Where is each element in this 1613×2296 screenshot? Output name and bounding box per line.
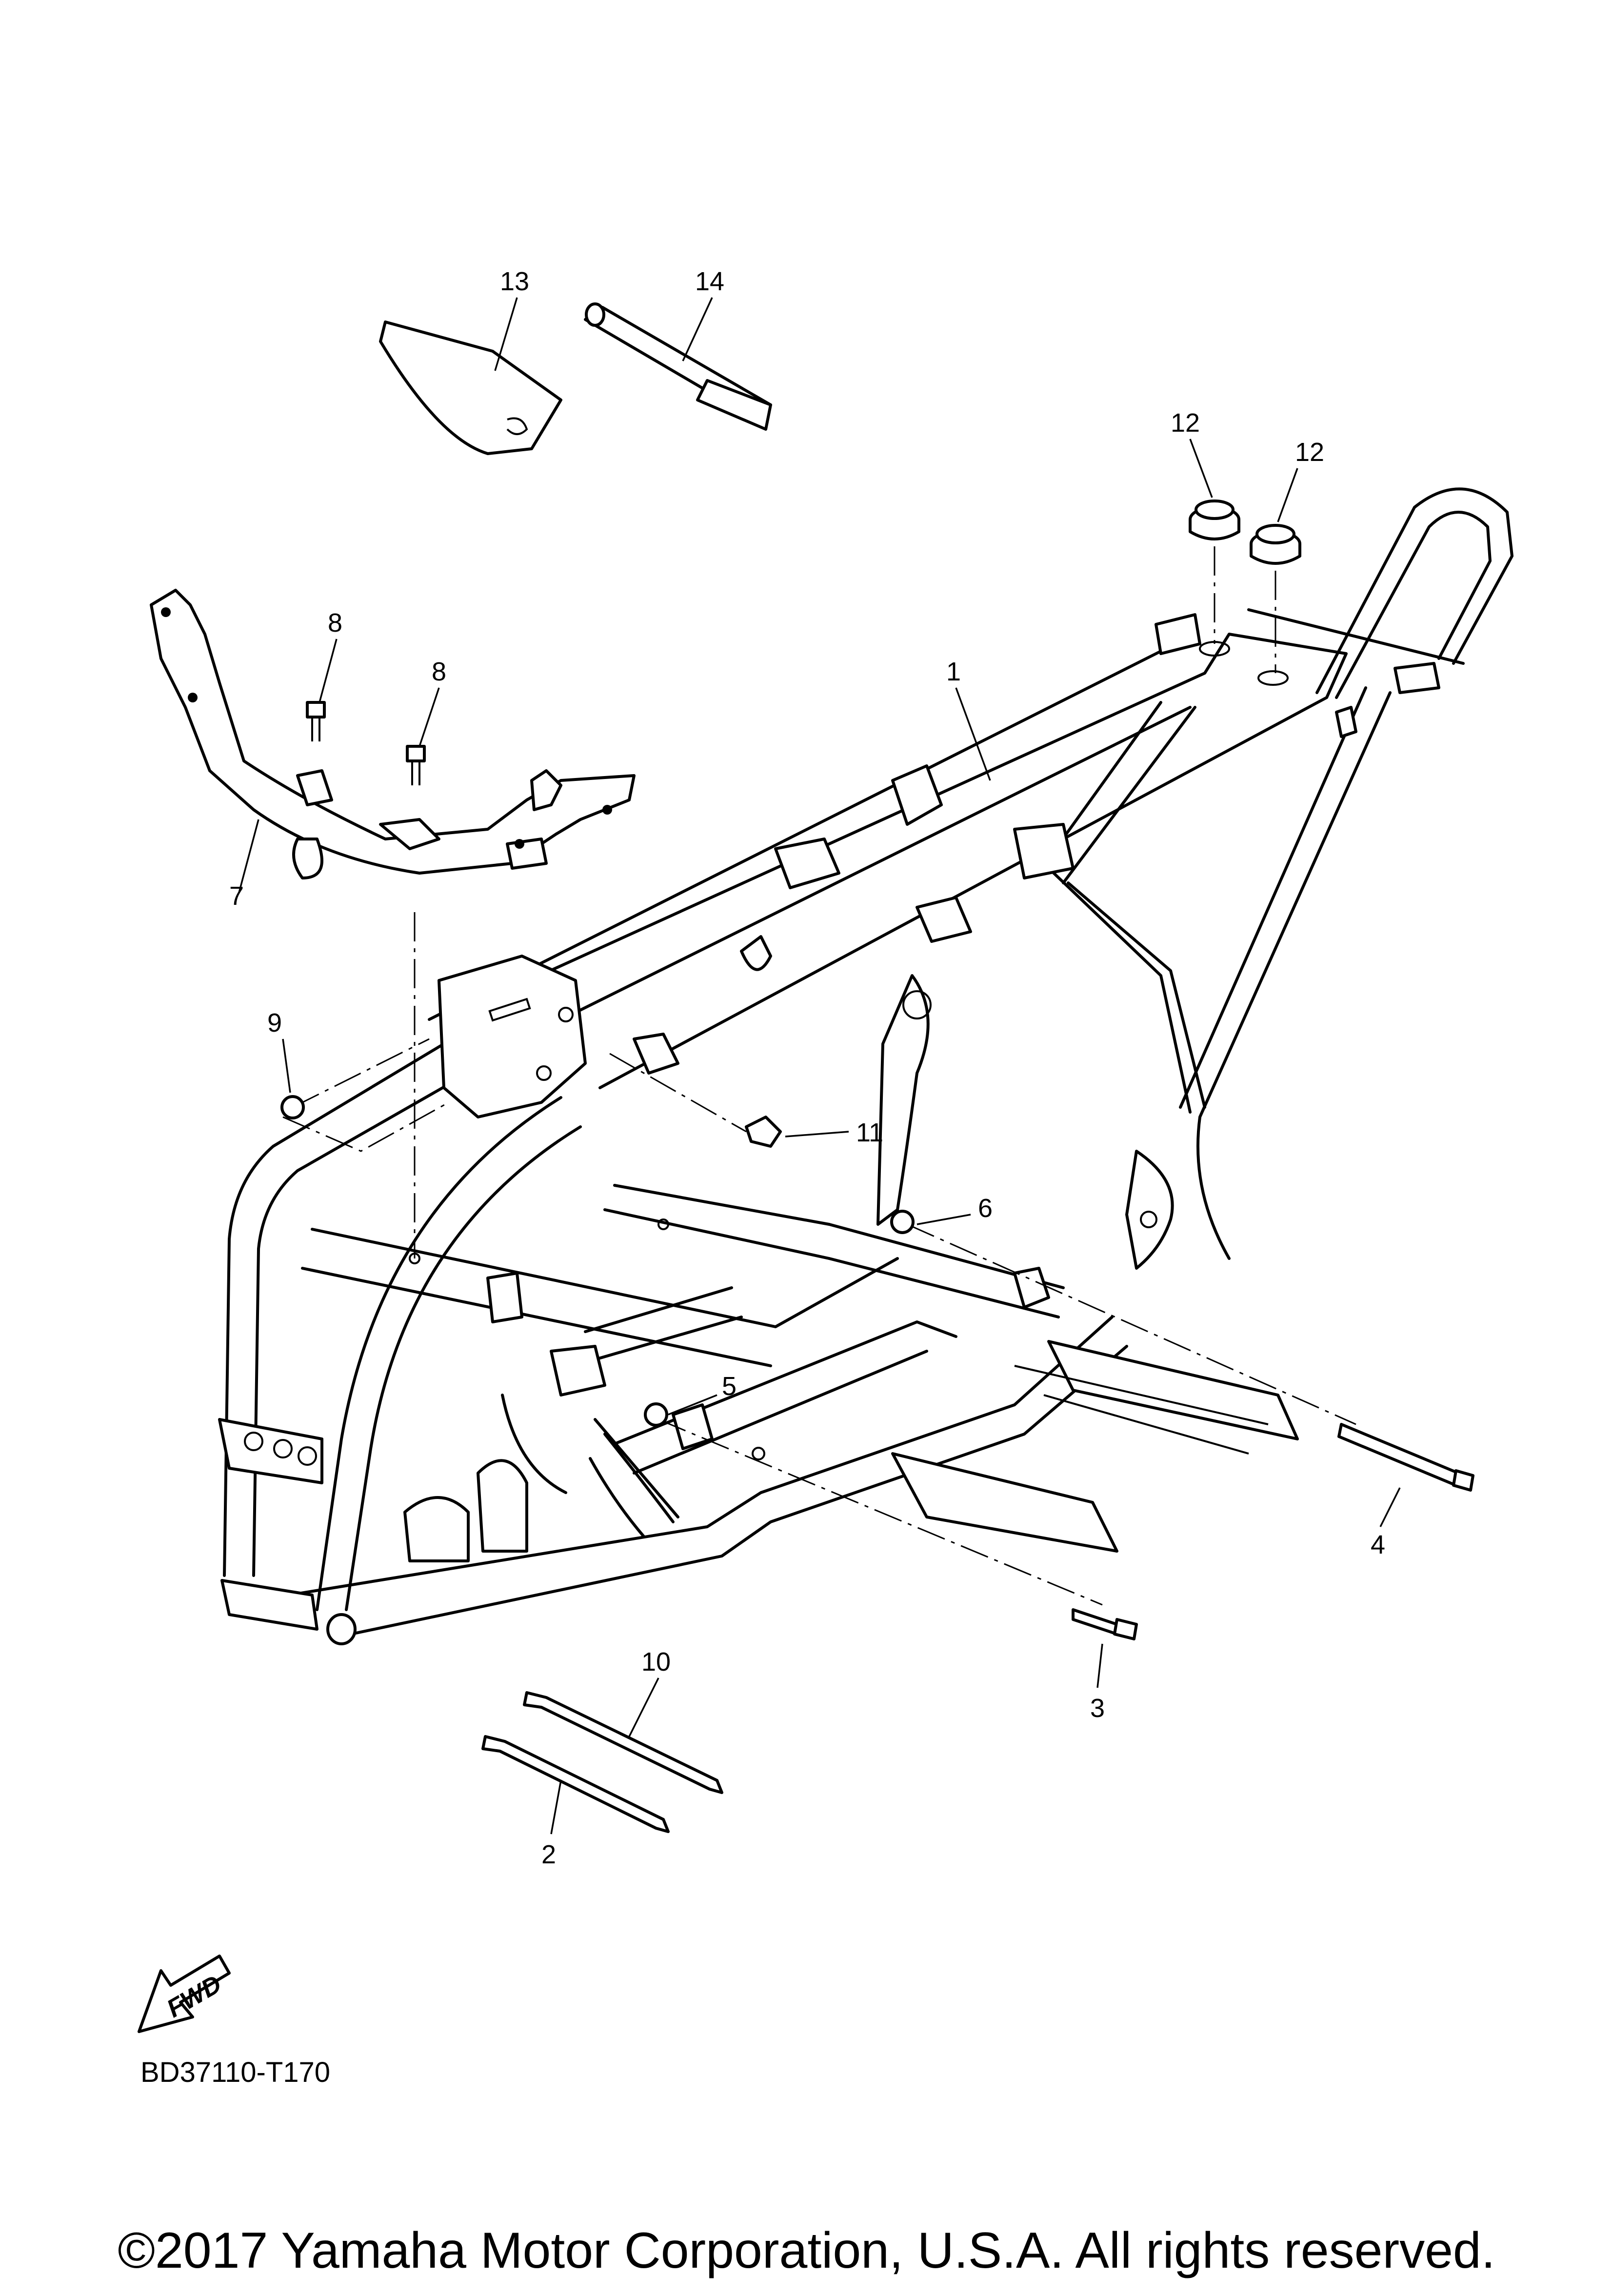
- callout-7: 7: [229, 881, 244, 911]
- cable-tie-part-10: [523, 1691, 723, 1794]
- bolt-part-3: [1072, 1608, 1138, 1640]
- front-bracket-part-7: [150, 589, 636, 879]
- callout-12a: 12: [1171, 408, 1200, 438]
- leader-lines: [238, 297, 1401, 1835]
- callout-8a: 8: [328, 608, 342, 638]
- collar-part-5: [644, 1402, 668, 1427]
- bolt-part-4: [1337, 1423, 1474, 1492]
- frame-assembly: [218, 487, 1513, 1645]
- callout-13: 13: [500, 267, 529, 296]
- collar-part-6: [890, 1210, 915, 1234]
- grommet-part-12: [1189, 499, 1301, 686]
- fwd-arrow-icon: FWD: [138, 1955, 231, 2033]
- callout-4: 4: [1371, 1530, 1385, 1559]
- callout-3: 3: [1090, 1694, 1105, 1723]
- nut-part-9: [280, 1095, 305, 1119]
- bolt-part-8: [306, 701, 426, 785]
- clamp-part-11: [745, 1116, 782, 1148]
- copyright-notice: ©2017 Yamaha Motor Corporation, U.S.A. A…: [118, 2222, 1495, 2279]
- callout-9: 9: [267, 1008, 282, 1038]
- callout-5: 5: [722, 1372, 737, 1401]
- callout-14: 14: [695, 267, 724, 296]
- callout-11: 11: [856, 1118, 883, 1147]
- callout-10: 10: [641, 1647, 671, 1677]
- diagram-code: BD37110-T170: [140, 2056, 331, 2088]
- callout-1: 1: [946, 657, 961, 686]
- callout-6: 6: [978, 1194, 993, 1223]
- callout-labels: 1 2 3 4 5 6 7 8 8 9 10 11 12 12 13 14: [229, 267, 1385, 1869]
- cable-tie-part-2: [481, 1735, 670, 1833]
- callout-12b: 12: [1295, 438, 1324, 467]
- wrench-tube-part-14: [584, 302, 772, 431]
- assembly-guide-lines: [282, 546, 1356, 1606]
- callout-2: 2: [541, 1840, 556, 1869]
- tool-bag-part-13: [379, 320, 562, 455]
- callout-8b: 8: [432, 657, 446, 686]
